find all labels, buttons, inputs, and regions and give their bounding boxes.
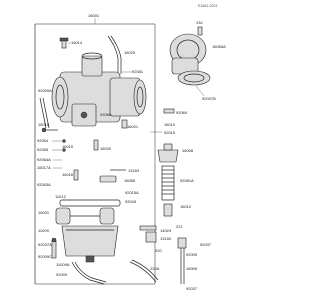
part-16021-jet — [121, 119, 128, 129]
part-float-bowl — [61, 225, 119, 263]
part-92009a-hose — [39, 97, 50, 129]
label-92043: 92043 — [125, 199, 137, 204]
label-16016: 16016 — [62, 172, 74, 177]
part-11012-gasket — [59, 199, 121, 207]
part-92037-clamp — [177, 237, 187, 249]
label-11012: 11012 — [55, 194, 67, 199]
part-92060-screw — [163, 108, 175, 114]
label-92009: 92009 — [186, 252, 198, 257]
label-92015a: 92015A — [125, 190, 139, 195]
part-16065a-manifold — [169, 33, 211, 86]
part-16085-float-arm — [99, 175, 117, 183]
label-92037a: 92037A — [38, 242, 52, 247]
label-16017a: 16017A — [37, 165, 51, 170]
label-92037-right: 92037 — [200, 242, 212, 247]
label-16030: 16030 — [100, 146, 112, 151]
label-16025: 16025 — [124, 50, 136, 55]
part-16008-cap — [157, 143, 179, 163]
part-16030-jet — [93, 139, 99, 151]
label-221: 221 — [176, 224, 183, 229]
label-92060: 92060 — [176, 110, 188, 115]
label-220: 220 — [155, 248, 162, 253]
label-16008: 16008 — [182, 148, 194, 153]
label-16031: 16031 — [38, 210, 50, 215]
label-16012: 16012 — [180, 204, 192, 209]
label-16010-right: 16010 — [164, 122, 176, 127]
label-92081a: 92081A — [180, 178, 194, 183]
carburetor-parts-diagram: E1861-0021 16001 16014 16025 92081 92009… — [34, 4, 227, 291]
label-92009a: 92009A — [38, 88, 52, 93]
part-16012-piston — [163, 203, 173, 217]
part-16014-screw — [59, 37, 69, 49]
part-132-screw — [197, 26, 203, 36]
label-92037b: 92037B — [202, 96, 216, 101]
leader-92037b — [195, 85, 205, 97]
label-92066: 92066 — [100, 112, 112, 117]
label-11009a: 11009A — [56, 262, 70, 267]
reference-code: E1861-0021 — [198, 4, 218, 8]
part-drain-screw — [51, 237, 57, 259]
part-14024-bracket — [139, 225, 157, 243]
label-16014: 16014 — [71, 40, 83, 45]
label-92065: 92065 — [37, 147, 49, 152]
part-small-washers — [62, 139, 66, 152]
label-16021: 16021 — [127, 124, 139, 129]
label-92037-bottom: 92037 — [186, 286, 198, 291]
label-11009: 11009 — [38, 228, 50, 233]
part-92081a-spring — [161, 165, 175, 201]
label-13183: 13183 — [128, 168, 140, 173]
part-carburetor-body — [51, 52, 147, 127]
part-16016-float-needle — [73, 169, 79, 181]
label-16001: 16001 — [88, 13, 100, 18]
label-220a: 220A — [150, 266, 160, 271]
label-13150: 13150 — [160, 236, 172, 241]
label-92009b: 92009 — [56, 272, 68, 277]
label-14024: 14024 — [160, 228, 172, 233]
part-bottom-hose-right — [129, 259, 159, 283]
label-92064: 92064 — [37, 138, 49, 143]
label-16085: 16085 — [124, 178, 136, 183]
label-92064a: 92064A — [37, 157, 51, 162]
label-16010: 16010 — [62, 144, 74, 149]
part-16018-needle — [41, 127, 58, 133]
label-16018: 16018 — [38, 122, 50, 127]
label-92081: 92081 — [132, 69, 144, 74]
label-16009: 16009 — [186, 266, 198, 271]
part-16031-float — [55, 207, 115, 225]
label-92063a: 92063A — [37, 182, 51, 187]
part-16025-cable — [107, 35, 122, 74]
label-16065a: 16065A — [212, 44, 226, 49]
part-16009-tube — [180, 248, 185, 284]
label-92015: 92015 — [164, 130, 176, 135]
label-92009c: 92009C — [38, 254, 52, 259]
label-132: 132 — [196, 20, 203, 25]
part-bottom-hose — [71, 261, 107, 285]
diagram-canvas: E1861-0021 16001 16014 16025 92081 92009… — [34, 4, 226, 291]
